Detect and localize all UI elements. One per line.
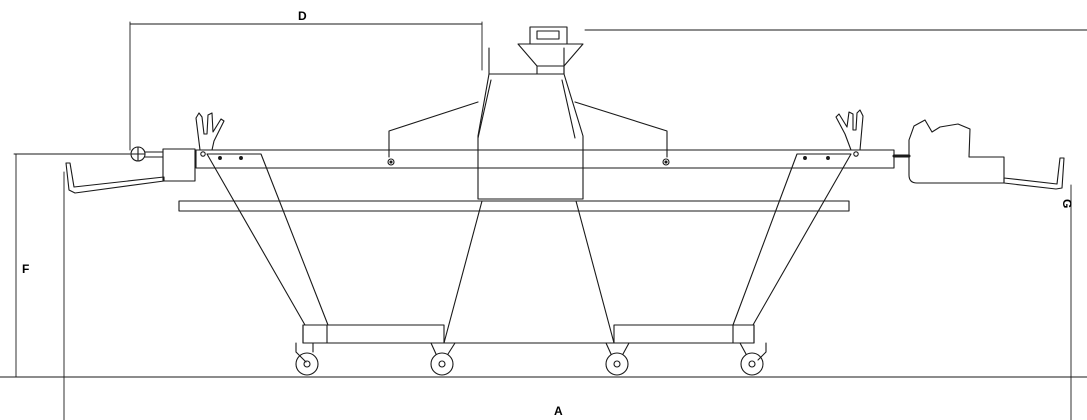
left-fork-guide-icon — [195, 112, 225, 151]
control-display — [536, 30, 560, 40]
caster-wheel-icon — [295, 342, 319, 376]
dimension-label-f: F — [22, 262, 30, 276]
left-stand-leg — [206, 153, 329, 326]
control-panel — [529, 26, 568, 45]
dimension-f — [13, 153, 131, 378]
top-hopper — [517, 43, 584, 75]
left-fork-pivot — [200, 151, 206, 157]
left-scraper-handle-icon — [130, 146, 164, 162]
dimension-label-a: A — [554, 404, 563, 418]
central-housing — [477, 73, 584, 200]
right-tray — [1003, 157, 1065, 190]
right-fork-guide-icon — [835, 109, 864, 151]
right-cover-arm — [574, 101, 668, 158]
dimension-d — [129, 21, 483, 151]
dimension-a — [63, 171, 1072, 420]
central-column — [443, 200, 615, 344]
right-fork-pivot — [853, 151, 859, 157]
right-stand-leg — [732, 153, 852, 326]
left-roller-box — [162, 148, 196, 182]
dimension-label-g: G — [1060, 199, 1074, 209]
left-tray — [65, 162, 165, 194]
dimension-label-d: D — [298, 9, 307, 23]
caster-wheel-icon — [739, 342, 767, 376]
conveyor-belt — [195, 149, 895, 169]
caster-wheel-icon — [430, 342, 456, 376]
caster-wheel-icon — [605, 342, 630, 376]
right-end-unit — [908, 119, 1005, 184]
left-cover-arm — [388, 101, 479, 158]
base-beam-left — [302, 324, 445, 344]
